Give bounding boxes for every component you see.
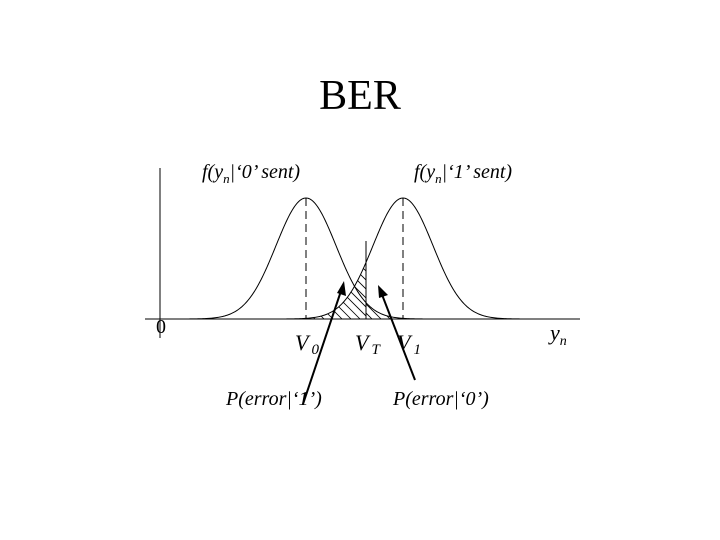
hatch-line [441,302,470,319]
hatch-line [496,200,621,325]
arrow-error-given-1 [302,281,346,405]
pdf-curve-zero-sent [170,197,568,320]
tail-hatch-error-given-1 [160,200,582,325]
hatch-line [366,302,415,319]
hatch-line [300,262,366,319]
hatch-line [514,200,639,325]
tail-hatch-error-given-0 [226,200,648,325]
hatch-line [366,302,470,319]
hatch-line [405,302,470,319]
hatch-line [169,200,294,325]
hatch-line [378,302,470,319]
hatch-line [376,200,501,325]
hatch-line [457,200,582,325]
hatch-line [385,200,510,325]
pdf-curve-one-sent [170,197,568,320]
hatch-line [432,302,470,319]
hatch-line [394,200,519,325]
annotation-error-given-0: P(error|‘0’) [392,388,489,410]
hatch-line [300,262,313,319]
hatch-line [300,262,366,319]
origin-label: 0 [156,316,166,338]
hatch-line [300,262,366,319]
hatch-line [412,200,537,325]
hatch-line [300,262,366,319]
hatch-line [387,302,470,319]
hatch-line [366,302,379,319]
hatch-line [414,302,470,319]
hatch-line [300,262,366,319]
hatch-line [459,302,470,319]
curve-label-one-sent: f(yn|‘1’ sent) [414,161,512,186]
hatch-line [505,200,630,325]
hatch-line [300,262,358,319]
hatch-line [300,262,322,319]
hatch-line [478,200,603,325]
hatch-line [423,302,470,319]
hatch-line [300,262,340,319]
hatch-line [487,200,612,325]
hatch-line [235,200,360,325]
hatch-line [330,262,366,319]
hatch-line [396,302,470,319]
hatch-line [366,302,469,319]
slide-title: BER [319,73,401,119]
hatch-line [439,200,564,325]
hatch-line [366,302,442,319]
hatch-line [312,262,366,319]
hatch-line [226,200,351,325]
arrow-error-given-0 [378,285,416,381]
x-axis-label: yn [548,320,567,349]
hatch-line [369,302,470,319]
hatch-line [357,262,366,319]
hatch-line [430,200,555,325]
hatch-line [468,302,470,319]
hatch-line [366,302,424,319]
hatch-line [300,262,331,319]
hatch-line [300,262,304,319]
hatch-line [366,302,397,319]
curve-label-zero-sent: f(yn|‘0’ sent) [202,161,300,186]
hatch-line [523,200,648,325]
hatch-line [450,302,470,319]
annotation-error-given-1: P(error|‘1’) [225,388,322,410]
hatch-line [160,200,285,325]
